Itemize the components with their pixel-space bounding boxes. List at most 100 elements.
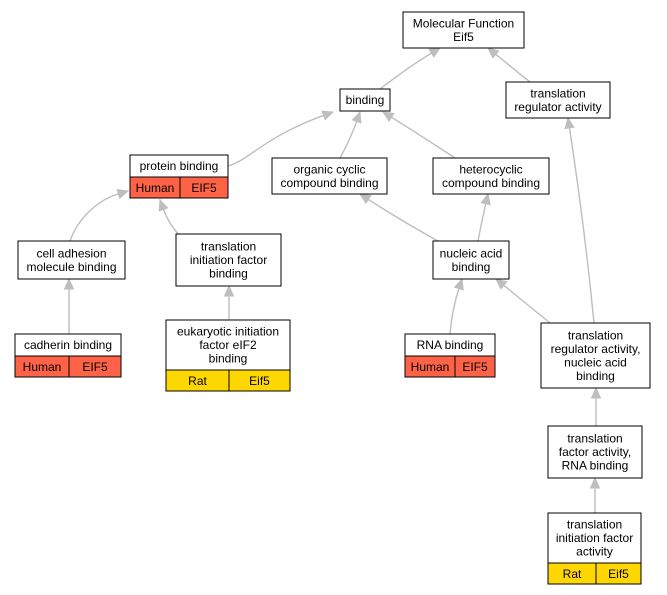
arrow-head xyxy=(223,284,235,297)
edge-line xyxy=(477,203,487,242)
term-box xyxy=(271,157,388,195)
edge-tranab-to-nucleic-acid xyxy=(495,278,551,324)
gene-cell xyxy=(595,562,642,585)
term-label-line: translation xyxy=(568,328,623,342)
arrow-head xyxy=(63,277,75,290)
term-label-line: translation xyxy=(201,240,256,254)
edge-tifb-to-protein-binding xyxy=(158,198,179,235)
arrow-head xyxy=(381,111,395,123)
arrow-head xyxy=(495,278,508,290)
edge-line xyxy=(162,209,179,235)
arrow-head xyxy=(487,47,500,59)
edge-line xyxy=(368,198,439,242)
arrow-head xyxy=(589,476,601,489)
term-label-line: binding xyxy=(576,369,615,383)
species-label: Rat xyxy=(188,374,207,388)
term-label-line: nucleic acid xyxy=(564,355,627,369)
term-label-line: compound binding xyxy=(280,176,378,190)
gene-label: Eif5 xyxy=(249,374,270,388)
species-label: Human xyxy=(136,181,175,195)
go-term-binding[interactable]: binding xyxy=(339,88,391,112)
term-label-line: translation xyxy=(530,86,585,100)
arrow-head xyxy=(564,116,575,130)
edge-line xyxy=(449,288,460,335)
edge-protein-binding-to-binding xyxy=(227,110,335,167)
edge-tifa-to-tfrna xyxy=(589,476,601,513)
gene-label: EIF5 xyxy=(82,360,108,374)
term-label-line: regulator activity xyxy=(514,100,601,114)
edge-line xyxy=(503,284,551,324)
term-box xyxy=(165,319,291,371)
arrow-head xyxy=(428,47,442,58)
edge-cadherin-to-cell-adhesion xyxy=(63,277,75,334)
term-label-line: regulator activity, xyxy=(551,342,641,356)
term-label-line: RNA binding xyxy=(417,338,484,352)
term-label-line: translation xyxy=(567,432,622,446)
edge-tfrna-to-tranab xyxy=(590,386,602,427)
arrow-head xyxy=(590,386,602,399)
edge-line xyxy=(227,114,324,167)
arrow-head xyxy=(116,188,130,200)
term-box xyxy=(432,240,510,280)
edge-line xyxy=(391,116,456,159)
arrow-head xyxy=(158,198,169,212)
edge-cell-adhesion-to-protein-binding xyxy=(69,188,130,242)
term-label-line: Molecular Function xyxy=(413,16,514,30)
species-label: Rat xyxy=(563,567,582,581)
term-label-line: compound binding xyxy=(442,176,540,190)
term-label-line: Eif5 xyxy=(453,30,474,44)
species-label: Human xyxy=(23,360,62,374)
term-label-line: RNA binding xyxy=(562,459,629,473)
term-label-line: nucleic acid xyxy=(440,246,503,260)
term-label-line: cell adhesion xyxy=(36,246,106,260)
gene-cell xyxy=(454,355,496,378)
edge-line xyxy=(568,127,595,324)
edge-tranab-to-tra xyxy=(564,116,595,324)
term-box xyxy=(402,11,525,49)
edges-layer xyxy=(63,47,602,513)
term-label-line: binding xyxy=(209,352,248,366)
term-label-line: binding xyxy=(209,267,248,281)
edge-tra-to-mf-root xyxy=(487,47,531,83)
edge-nucleic-acid-to-heterocyclic xyxy=(477,192,491,242)
term-box xyxy=(547,425,643,479)
edge-binding-to-mf-root xyxy=(379,47,442,90)
edge-line xyxy=(339,121,358,159)
edge-organic-cyclic-to-binding xyxy=(339,110,362,159)
term-label-line: molecule binding xyxy=(26,260,116,274)
term-box xyxy=(339,88,391,112)
species-label: Human xyxy=(411,360,450,374)
arrow-head xyxy=(321,110,335,121)
term-label-line: binding xyxy=(452,260,491,274)
term-label-line: binding xyxy=(346,93,385,107)
term-box xyxy=(175,233,282,287)
term-label-line: organic cyclic xyxy=(293,162,365,176)
arrow-head xyxy=(358,193,372,205)
gene-label: EIF5 xyxy=(462,360,488,374)
gene-cell xyxy=(68,355,122,378)
term-box xyxy=(505,81,611,119)
term-label-line: eukaryotic initiation xyxy=(177,325,279,339)
edge-rna-binding-to-nucleic-acid xyxy=(449,277,464,335)
term-label-line: initiation factor xyxy=(556,531,633,545)
arrow-head xyxy=(453,277,464,291)
term-label-line: protein binding xyxy=(140,159,219,173)
term-label-line: initiation factor xyxy=(190,253,267,267)
edge-line xyxy=(379,52,432,90)
